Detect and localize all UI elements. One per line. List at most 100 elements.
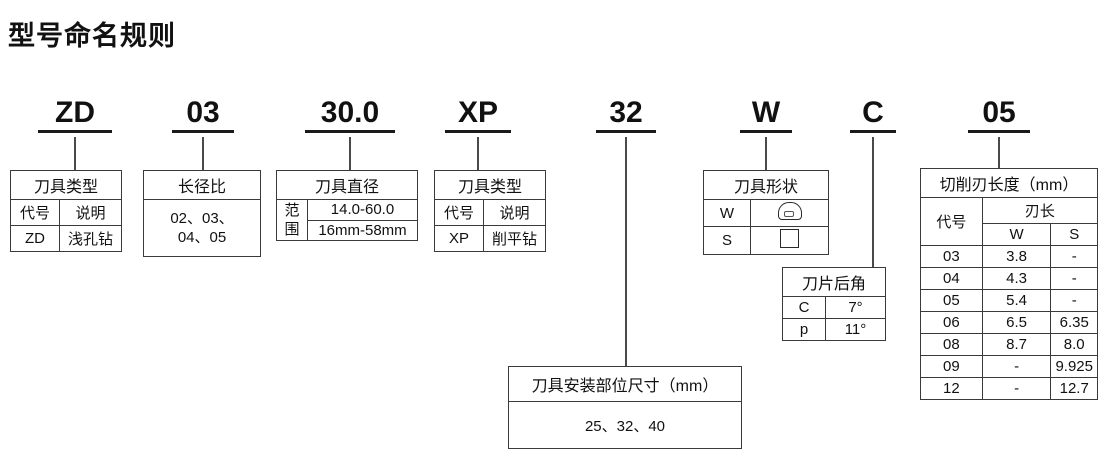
cell-diameter-range: 14.0-60.0 — [307, 199, 418, 221]
code-value: ZD — [55, 96, 95, 129]
code-token-shank-size: 32 — [596, 96, 656, 133]
column-header-s: S — [1050, 223, 1098, 246]
cell-range-label: 范 围 — [276, 199, 308, 241]
table-row: 06 6.5 6.35 — [920, 311, 1098, 334]
table-row: 08 8.7 8.0 — [920, 333, 1098, 356]
connector-line-tool-type2 — [477, 137, 479, 170]
table-row: ZD 浅孔钻 — [10, 225, 122, 252]
table-row: 09 - 9.925 — [920, 355, 1098, 378]
column-header-desc: 说明 — [59, 199, 122, 226]
cell-w: 3.8 — [981, 245, 1052, 268]
page-title: 型号命名规则 — [8, 21, 176, 51]
table-row: 刀具直径 — [276, 170, 418, 200]
table-title: 切削刃长度（mm） — [920, 168, 1098, 198]
cell-code: 06 — [920, 311, 983, 334]
table-row: 03 3.8 - — [920, 245, 1098, 268]
code-underline — [305, 130, 395, 133]
code-token-ld-ratio: 03 — [172, 96, 234, 133]
square-insert-icon — [780, 229, 799, 248]
cell-w: 4.3 — [981, 267, 1052, 290]
table-diameter: 刀具直径 范 围 14.0-60.0 16mm-58mm — [276, 170, 418, 241]
connector-line-tool-type — [74, 137, 76, 170]
table-row: 25、32、40 — [508, 401, 742, 449]
table-row: 02、03、 04、05 — [143, 199, 261, 257]
table-row: 刀具类型 — [434, 170, 546, 200]
code-value: 32 — [609, 96, 643, 129]
cell-s: - — [1050, 267, 1098, 290]
value-line-1: 02、03、 — [170, 210, 234, 227]
column-header-desc: 说明 — [483, 199, 546, 226]
cell-relief-code-p: p — [782, 318, 826, 341]
cell-diameter-range-mm: 16mm-58mm — [307, 219, 418, 241]
table-title: 长径比 — [143, 170, 261, 200]
table-row: 代号 说明 — [434, 199, 546, 226]
code-token-tool-type2: XP — [445, 96, 511, 133]
cell-shape-icon-s — [750, 226, 829, 255]
table-row: p 11° — [782, 318, 886, 341]
table-row: XP 削平钻 — [434, 225, 546, 252]
cell-s: 12.7 — [1050, 377, 1098, 400]
cell-w: 5.4 — [981, 289, 1052, 312]
code-token-edge-length: 05 — [968, 96, 1030, 133]
code-token-diameter: 30.0 — [305, 96, 395, 133]
column-header-w: W — [981, 223, 1052, 246]
cell-s: 8.0 — [1050, 333, 1098, 356]
table-relief-angle: 刀片后角 C 7° p 11° — [782, 267, 886, 341]
table-edge-length: 切削刃长度（mm） 代号 刃长 W S 03 3.8 - 04 4.3 - 05… — [920, 168, 1099, 400]
code-underline — [596, 130, 656, 133]
cell-code: ZD — [10, 225, 60, 252]
cell-w: - — [981, 355, 1052, 378]
table-title: 刀具类型 — [434, 170, 546, 200]
code-underline — [968, 130, 1030, 133]
table-ld-ratio: 长径比 02、03、 04、05 — [143, 170, 261, 257]
cell-code: XP — [434, 225, 484, 252]
cell-code: 05 — [920, 289, 983, 312]
column-header-code: 代号 — [10, 199, 60, 226]
table-shank-size: 刀具安装部位尺寸（mm） 25、32、40 — [508, 366, 742, 449]
cell-w: 8.7 — [981, 333, 1052, 356]
code-value: 05 — [982, 96, 1016, 129]
code-underline — [38, 130, 112, 133]
table-title: 刀具安装部位尺寸（mm） — [508, 366, 742, 402]
cell-shape-code-s: S — [703, 226, 751, 255]
connector-line-ld-ratio — [202, 137, 204, 170]
table-row: 12 - 12.7 — [920, 377, 1098, 400]
cell-s: 9.925 — [1050, 355, 1098, 378]
table-row: 04 4.3 - — [920, 267, 1098, 290]
cell-desc: 削平钻 — [483, 225, 546, 252]
table-row: 刀具类型 — [10, 170, 122, 200]
table-tool-type-2: 刀具类型 代号 说明 XP 削平钻 — [434, 170, 546, 252]
dome-insert-icon — [777, 202, 802, 220]
range-char-1: 范 — [284, 202, 300, 219]
table-insert-shape: 刀具形状 W S — [703, 170, 829, 255]
connector-line-relief-angle — [872, 137, 874, 267]
table-row: 切削刃长度（mm） — [920, 168, 1098, 198]
code-value: W — [751, 96, 781, 129]
cell-code: 04 — [920, 267, 983, 290]
table-title: 刀具类型 — [10, 170, 122, 200]
cell-shape-code-w: W — [703, 199, 751, 227]
column-header-code: 代号 — [920, 197, 983, 246]
cell-values: 02、03、 04、05 — [143, 199, 261, 257]
code-value: 03 — [186, 96, 220, 129]
code-value: C — [862, 96, 884, 129]
cell-code: 03 — [920, 245, 983, 268]
table-row: 长径比 — [143, 170, 261, 200]
cell-code: 12 — [920, 377, 983, 400]
cell-relief-code-c: C — [782, 296, 826, 319]
cell-relief-value-p: 11° — [825, 318, 886, 341]
cell-shank-values: 25、32、40 — [508, 401, 742, 449]
table-row: 刀具形状 — [703, 170, 829, 200]
code-underline — [850, 130, 896, 133]
table-row: 代号 刃长 — [920, 197, 1099, 246]
cell-w: 6.5 — [981, 311, 1052, 334]
range-char-2: 围 — [284, 221, 300, 238]
code-token-tool-type: ZD — [38, 96, 112, 133]
connector-line-shank-size — [625, 137, 627, 366]
table-row: 范 围 14.0-60.0 — [276, 199, 418, 241]
cell-w: - — [981, 377, 1052, 400]
cell-code: 09 — [920, 355, 983, 378]
table-row: 代号 说明 — [10, 199, 122, 226]
code-underline — [445, 130, 511, 133]
